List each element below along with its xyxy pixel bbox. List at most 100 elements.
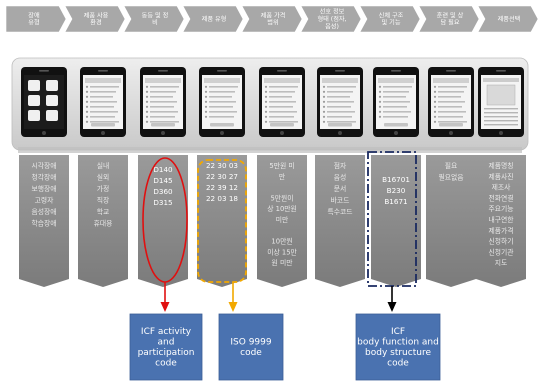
callout-label: code [240, 348, 262, 358]
step-label: 환경 [90, 19, 101, 27]
column-item: 상 10만원 [267, 204, 297, 213]
step-chevron: 제품선택 [477, 5, 539, 33]
column-item: 신청하기 [488, 237, 513, 246]
phone-screen [259, 67, 305, 137]
column-item: 문서 [334, 184, 347, 193]
column-item: 만 [279, 172, 285, 181]
step-label: 범위 [267, 19, 278, 27]
step-label: 형태 (점자, [317, 15, 346, 23]
column-item: 필요없음 [438, 174, 463, 182]
category-columns: 시각장애청각장애보행장애고령자음성장애학습장애실내실외가정직장학교휴대용D140… [19, 155, 526, 287]
column-item: 청각장애 [31, 173, 56, 182]
phone-screen [80, 67, 126, 137]
callout-label: body structure [365, 348, 431, 358]
column-item: B16701 [382, 175, 410, 184]
phone-screen [21, 67, 67, 137]
callout-label: code [387, 358, 409, 368]
column-item: D315 [153, 198, 172, 207]
step-chevron: 동등 및 정비 [123, 5, 185, 33]
column-item: 22 30 03 [206, 161, 238, 170]
column-item: 신청기관 [488, 247, 513, 256]
column-item: 5만원이 [270, 193, 293, 202]
column-item: 제품사진 [488, 172, 513, 181]
step-chevron: 신체 구조및 기능 [359, 5, 421, 33]
column-item: 10만원 [271, 237, 292, 246]
column-item: 음성장애 [31, 207, 56, 216]
column-item: 제품명칭 [488, 161, 513, 170]
column-item: 실외 [97, 173, 110, 182]
step-label: 제품 유형 [202, 15, 227, 23]
column-item: 실내 [97, 161, 110, 170]
column-item: 원 미만 [272, 258, 293, 267]
step-label: 훈련 및 상 [437, 11, 464, 19]
column-item: 지도 [495, 258, 508, 267]
phone-screenshots [21, 67, 524, 137]
column-item: 휴대용 [94, 220, 113, 228]
step-label: 신체 구조 [379, 11, 404, 19]
callout-label: ICF activity [141, 327, 192, 337]
callout-label: ISO 9999 [230, 337, 271, 347]
step-label: 장애 [28, 11, 40, 19]
callout-label: ICF [391, 327, 405, 337]
step-label: 제품 가격 [261, 11, 286, 19]
callout-label: participation [138, 348, 195, 358]
column-item: D360 [153, 187, 173, 196]
orange-arrow [228, 282, 238, 312]
column-item: 전화연결 [488, 193, 513, 202]
step-chevron: 제품 유형 [182, 5, 244, 33]
column-item: 주요기능 [488, 204, 513, 213]
red-arrow [160, 282, 170, 312]
phone-screen [140, 67, 186, 137]
column-item: 음성 [334, 173, 347, 182]
step-label: 및 기능 [381, 19, 400, 27]
column-item: 바코드 [331, 196, 350, 205]
column-item: 직장 [97, 196, 110, 205]
phone-screen [428, 67, 474, 137]
column-item: 22 30 27 [206, 172, 238, 181]
phone-screen [373, 67, 419, 137]
phone-screen [199, 67, 245, 137]
column-item: 제조사 [492, 183, 512, 192]
column-item: 특수코드 [327, 208, 352, 216]
callout-label: and [158, 337, 175, 347]
step-label: 담 필요 [440, 20, 459, 27]
phone-screen [317, 67, 363, 137]
column-item: D140 [153, 165, 173, 174]
column-item: B230 [387, 186, 406, 195]
callout-label: code [155, 358, 177, 368]
column-item: 22 39 12 [206, 183, 238, 192]
callout-label: body function and [357, 337, 439, 347]
column-item: B1671 [384, 197, 407, 206]
step-label: 제품 사용 [84, 11, 109, 19]
black-arrow [387, 286, 397, 312]
column-item: 점자 [334, 161, 347, 170]
step-label: 유형 [28, 19, 39, 27]
column-item: 시각장애 [31, 161, 56, 170]
column-item: 고령자 [35, 196, 55, 205]
column-item: 내구연한 [488, 215, 513, 224]
column-item: 5만원 미 [269, 161, 294, 170]
column-item: 학습장애 [31, 219, 56, 228]
step-label: 비 [152, 19, 158, 27]
phone-screen [478, 67, 524, 137]
column-item: D145 [153, 176, 172, 185]
column-item: 제품가격 [488, 226, 513, 235]
step-label: 제품선택 [498, 15, 521, 23]
step-label: 동등 및 정 [142, 11, 169, 19]
step-chevron: 훈련 및 상담 필요 [418, 5, 480, 33]
step-label: 선호 정보 [320, 8, 345, 16]
